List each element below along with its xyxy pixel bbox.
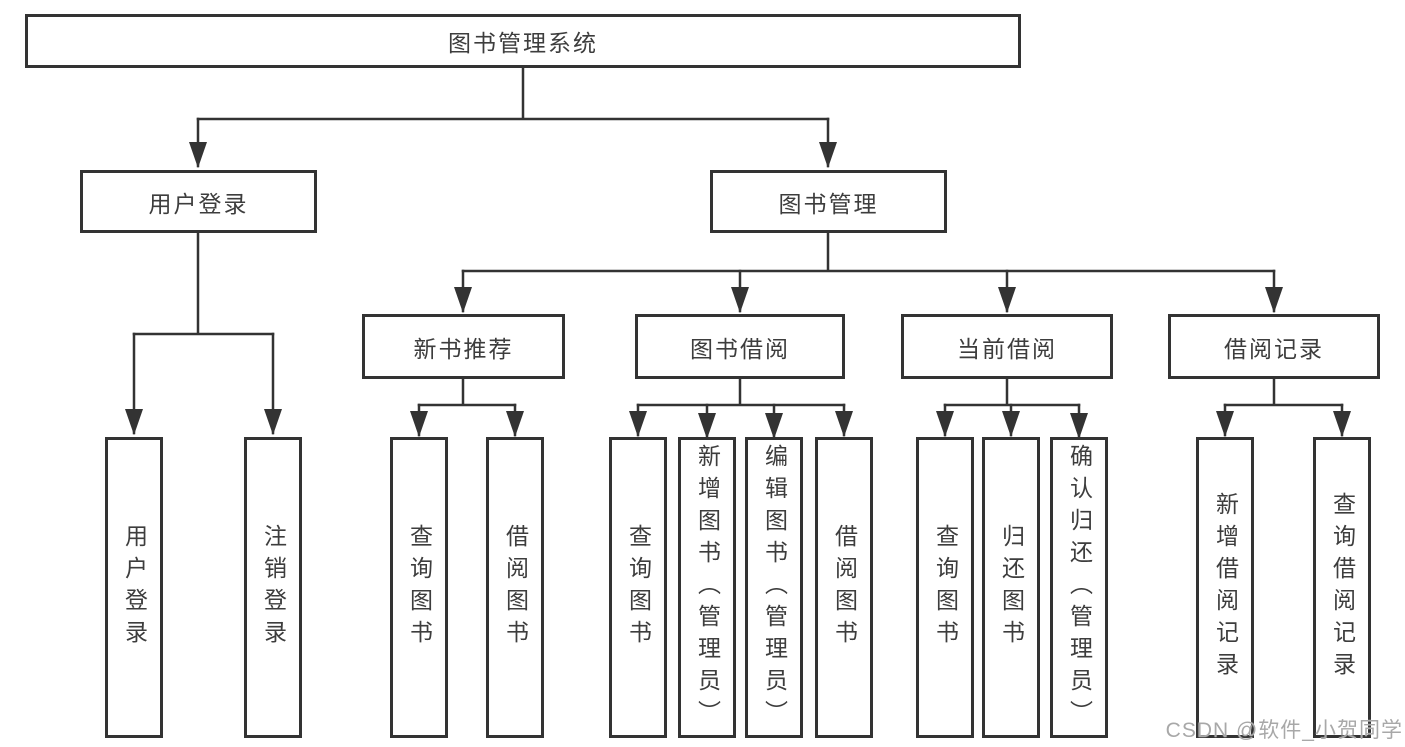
leaf-edit-book-admin: 编辑图书（管理员） [745, 437, 803, 738]
node-book-management: 图书管理 [710, 170, 947, 233]
leaf-label: 查询图书 [625, 523, 652, 652]
leaf-label: 用户登录 [121, 523, 148, 652]
leaf-confirm-return-admin: 确认归还（管理员） [1050, 437, 1108, 738]
leaf-label: 查询图书 [932, 523, 959, 652]
leaf-query-books-current: 查询图书 [916, 437, 974, 738]
leaf-logout: 注销登录 [244, 437, 302, 738]
node-label: 图书管理 [778, 190, 879, 217]
leaf-user-login: 用户登录 [105, 437, 163, 738]
node-label: 图书借阅 [690, 335, 790, 362]
leaf-label: 借阅图书 [502, 523, 529, 652]
leaf-query-books-borrowing: 查询图书 [609, 437, 667, 738]
node-label: 用户登录 [148, 190, 249, 217]
leaf-label: 确认归还（管理员） [1066, 443, 1093, 732]
csdn-watermark: CSDN @软件_小贺同学 [1165, 719, 1403, 742]
leaf-add-borrow-record: 新增借阅记录 [1196, 437, 1254, 738]
leaf-query-borrow-record: 查询借阅记录 [1313, 437, 1371, 738]
node-label: 借阅记录 [1224, 335, 1324, 362]
leaf-label: 归还图书 [998, 523, 1025, 652]
node-book-borrowing: 图书借阅 [635, 314, 845, 379]
leaf-return-book: 归还图书 [982, 437, 1040, 738]
leaf-borrow-books-borrowing: 借阅图书 [815, 437, 873, 738]
leaf-label: 查询借阅记录 [1329, 491, 1356, 684]
node-new-book-recommendation: 新书推荐 [362, 314, 565, 379]
leaf-query-books-recommend: 查询图书 [390, 437, 448, 738]
node-root-library-system: 图书管理系统 [25, 14, 1021, 68]
node-label: 新书推荐 [413, 335, 514, 362]
node-user-login: 用户登录 [80, 170, 317, 233]
leaf-label: 查询图书 [406, 523, 433, 652]
leaf-label: 新增图书（管理员） [694, 443, 721, 732]
leaf-label: 注销登录 [260, 523, 287, 652]
leaf-label: 借阅图书 [831, 523, 858, 652]
node-borrowing-records: 借阅记录 [1168, 314, 1380, 379]
node-current-borrowing: 当前借阅 [901, 314, 1113, 379]
leaf-borrow-books-recommend: 借阅图书 [486, 437, 544, 738]
node-label: 当前借阅 [957, 335, 1057, 362]
leaf-label: 编辑图书（管理员） [761, 443, 788, 732]
leaf-label: 新增借阅记录 [1212, 491, 1239, 684]
node-label: 图书管理系统 [448, 30, 598, 56]
leaf-add-book-admin: 新增图书（管理员） [678, 437, 736, 738]
